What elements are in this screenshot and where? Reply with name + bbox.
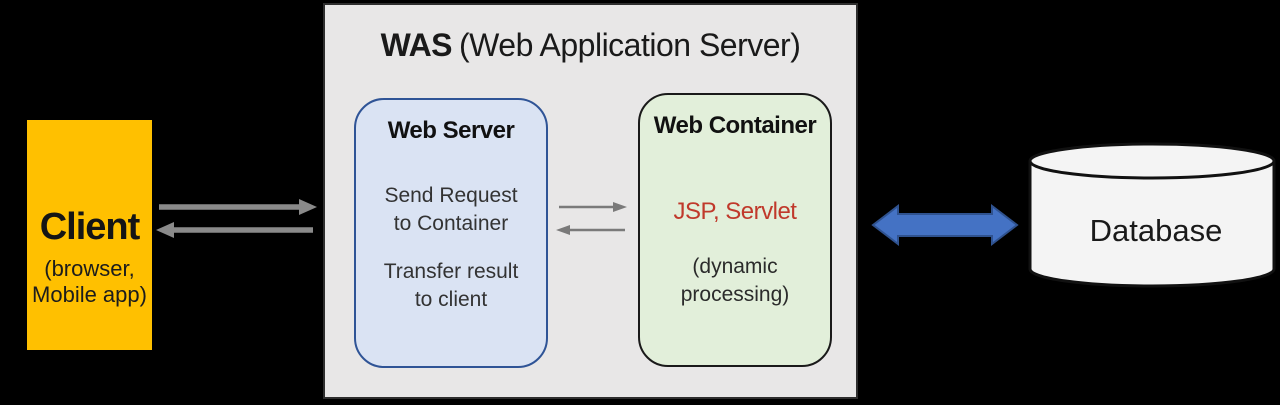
client-to-was-arrow	[159, 199, 317, 215]
jsp-servlet-label: JSP, Servlet	[673, 198, 797, 225]
web-server-task-1: Send Request to Container	[384, 184, 518, 235]
was-title-full: (Web Application Server)	[459, 27, 801, 63]
client-label: Client	[39, 206, 141, 248]
container-to-server-arrow	[556, 225, 625, 235]
dynamic-processing-label: (dynamic processing)	[680, 255, 790, 306]
web-server-title: Web Server	[387, 117, 515, 144]
database-cylinder-icon	[1028, 142, 1276, 288]
database-label: Database	[1090, 213, 1223, 248]
server-to-container-arrow	[559, 202, 627, 212]
double-arrow-icon	[871, 204, 1019, 246]
web-container-node: Web Container JSP, Servlet (dynamic proc…	[638, 93, 832, 367]
client-node: Client (browser, Mobile app)	[27, 120, 152, 350]
client-was-arrows	[156, 199, 317, 238]
web-server-node: Web Server Send Request to Container Tra…	[354, 98, 548, 368]
was-panel: WAS(Web Application Server) Web Server S…	[323, 3, 858, 399]
was-to-client-arrow	[156, 222, 313, 238]
was-title-acronym: WAS	[380, 27, 453, 63]
server-container-arrows	[556, 202, 627, 235]
database-node: Database	[1028, 142, 1276, 288]
client-sublabel: (browser, Mobile app)	[32, 256, 147, 308]
was-title: WAS(Web Application Server)	[325, 27, 856, 64]
was-database-arrow	[871, 204, 1019, 246]
web-server-task-2: Transfer result to client	[383, 260, 519, 312]
web-container-title: Web Container	[653, 112, 817, 139]
